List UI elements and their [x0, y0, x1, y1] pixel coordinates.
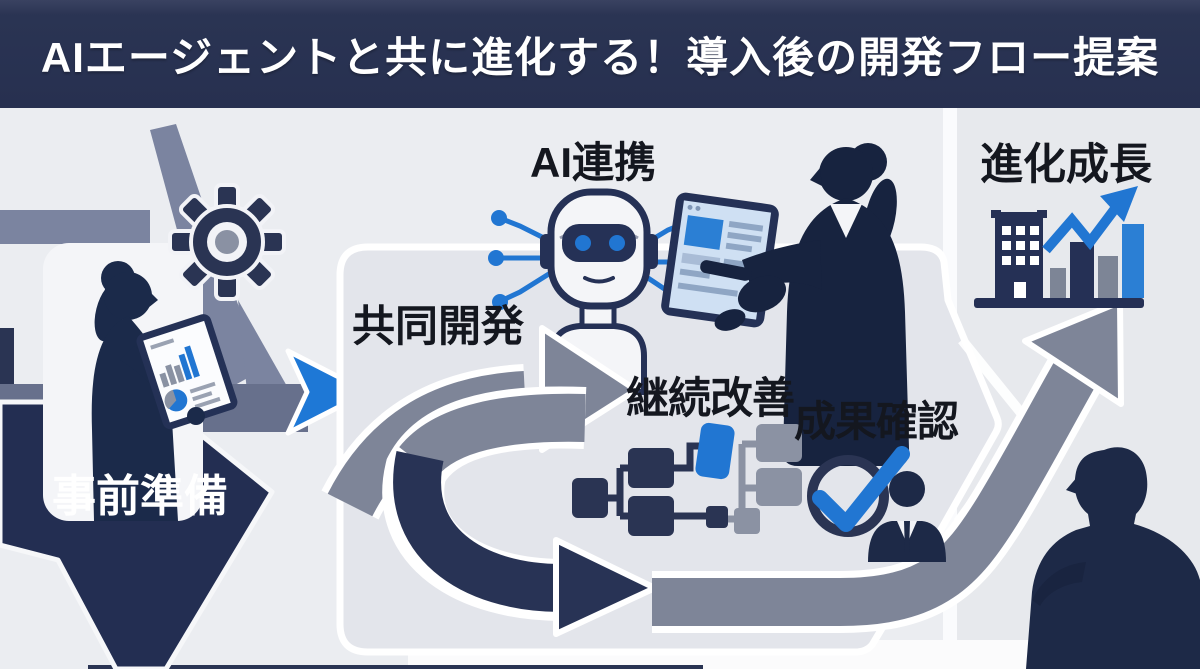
preparation-card — [43, 243, 238, 521]
label-joint-development: 共同開発 — [352, 303, 524, 351]
robot-icon — [488, 188, 696, 395]
man-silhouette — [1026, 447, 1200, 669]
rising-arrow — [652, 299, 1124, 633]
label-result-confirmation: 成果確認 — [794, 398, 959, 445]
businesswoman-silhouette — [700, 143, 910, 466]
building-growth-chart-icon — [974, 186, 1144, 308]
page-title: AIエージェントと共に進化する！導入後の開発フロー提案 — [40, 33, 1160, 81]
label-preparation: 事前準備 — [52, 472, 228, 521]
loop-arrow — [382, 386, 658, 637]
check-circle-icon — [807, 446, 910, 537]
label-continuous-improvement: 継続改善 — [626, 375, 795, 423]
label-ai-collaboration: AI連携 — [530, 139, 657, 186]
label-evolution-growth: 進化成長 — [980, 141, 1152, 189]
bottom-edge — [88, 665, 703, 669]
businessman-icon — [868, 471, 946, 562]
flowchart-icon — [572, 422, 802, 536]
title-banner: AIエージェントと共に進化する！導入後の開発フロー提案 — [0, 0, 1200, 108]
left-tablet-icon — [136, 314, 238, 430]
gear-icon — [168, 183, 286, 301]
